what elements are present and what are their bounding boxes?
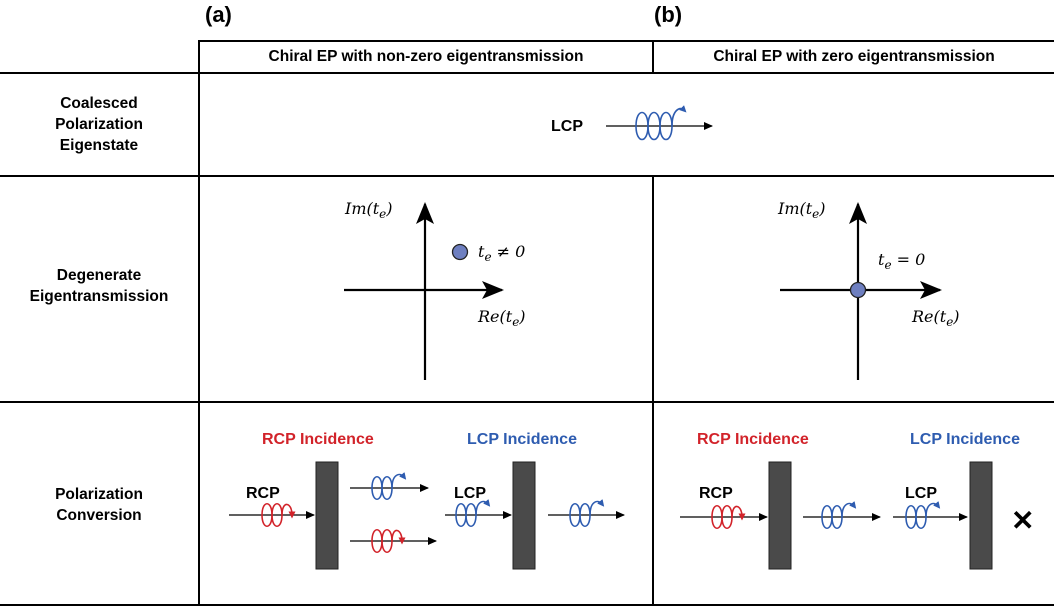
lcp-output-helix-b1: [821, 501, 857, 530]
lcp-output-helix-a2: [569, 499, 605, 528]
eigenstate-lcp-label: LCP: [551, 118, 583, 135]
im-axis-label-a: Im(te): [344, 199, 393, 221]
lcp-input-helix-b: [905, 501, 941, 530]
eigenstate-lcp-helix: [635, 105, 687, 141]
chiral-slab-a1: [315, 461, 339, 570]
lcp-input-label-a: LCP: [454, 485, 486, 502]
rcp-incidence-title-b: RCP Incidence: [697, 431, 809, 448]
rcp-input-helix-a: [261, 502, 296, 528]
re-axis-label-a: Re(te): [477, 307, 526, 329]
chiral-slab-b1: [768, 461, 792, 570]
rcp-input-label-a: RCP: [246, 485, 280, 502]
lcp-input-label-b: LCP: [905, 485, 937, 502]
rcp-input-helix-b: [711, 504, 746, 530]
rcp-output-helix-a1: [371, 528, 406, 554]
chiral-slab-b2: [969, 461, 993, 570]
lcp-input-helix-a: [455, 499, 491, 528]
column-header-a: Chiral EP with non-zero eigentransmissio…: [268, 48, 584, 65]
eigenvalue-label-b: te = 0: [878, 250, 925, 272]
rcp-input-label-b: RCP: [699, 485, 733, 502]
eigenvalue-point-a: [451, 243, 469, 261]
conversion-a: RCP Incidence LCP Incidence RCP LCP: [229, 431, 625, 570]
complex-plane-a: Im(te) Re(te) te ≠ 0: [344, 199, 526, 380]
chiral-slab-a2: [512, 461, 536, 570]
lcp-output-helix-a1: [371, 472, 407, 501]
panel-label-b: (b): [654, 2, 683, 27]
eigenvalue-point-b: [849, 281, 867, 299]
lcp-incidence-title-b: LCP Incidence: [910, 431, 1020, 448]
panel-label-a: (a): [205, 2, 232, 27]
blocked-mark: ✕: [1011, 505, 1034, 536]
lcp-incidence-title-a: LCP Incidence: [467, 431, 577, 448]
complex-plane-b: Im(te) Re(te) te = 0: [777, 199, 960, 380]
column-header-b: Chiral EP with zero eigentransmission: [713, 48, 995, 65]
im-axis-label-b: Im(te): [777, 199, 826, 221]
conversion-b: RCP Incidence LCP Incidence RCP LCP ✕: [680, 431, 1034, 570]
rcp-incidence-title-a: RCP Incidence: [262, 431, 374, 448]
eigenvalue-label-a: te ≠ 0: [478, 242, 525, 264]
re-axis-label-b: Re(te): [911, 307, 960, 329]
